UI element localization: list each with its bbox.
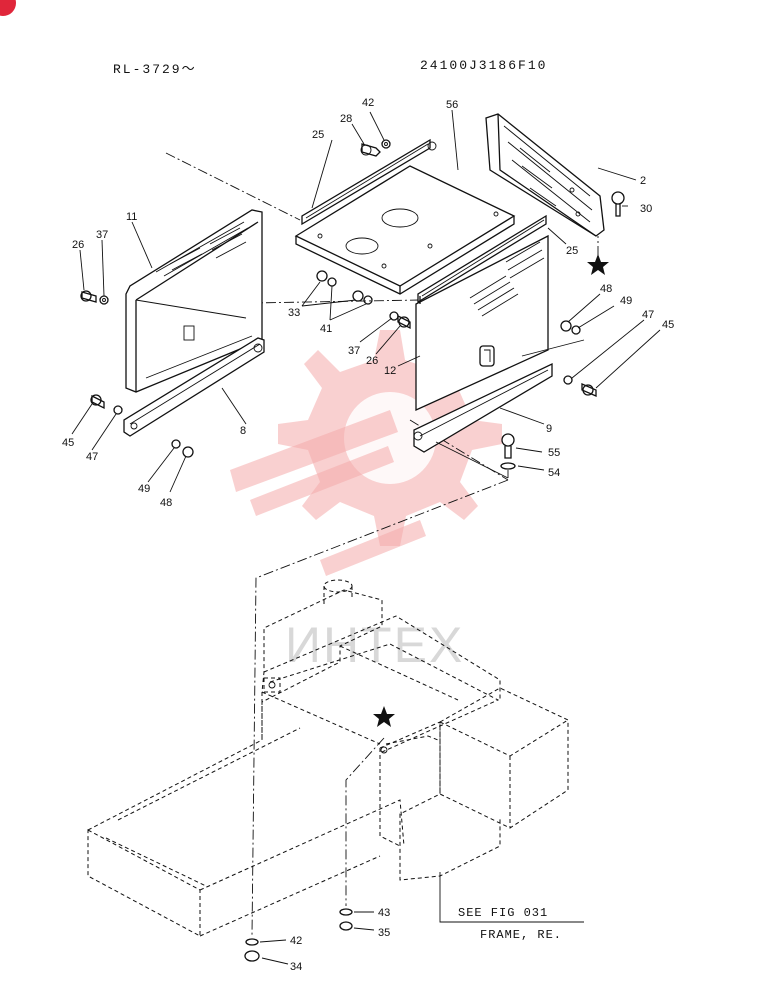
bolt-45-left [90, 394, 105, 410]
frame-box [379, 687, 569, 881]
bolt-26-left [80, 290, 97, 303]
callout-28: 28 [340, 113, 352, 125]
guide-line [345, 737, 385, 906]
guide-line [139, 299, 421, 306]
callout-56: 56 [446, 99, 458, 111]
callout-11: 11 [126, 211, 137, 223]
washer-43 [339, 908, 353, 916]
callout-55: 55 [548, 447, 560, 459]
rear-bracket [485, 113, 605, 237]
callout-2: 2 [640, 175, 646, 187]
corner-badge [0, 0, 16, 16]
callout-48: 48 [600, 283, 612, 295]
callout-25b: 25 [566, 245, 578, 257]
callout-labels: 11 26 37 28 42 25 56 2 30 25 33 41 37 26… [62, 97, 674, 973]
guide-line [165, 152, 301, 221]
nut-34 [244, 950, 260, 962]
reference-note-figure: SEE FIG 031 [458, 906, 548, 920]
callout-37b: 37 [348, 345, 360, 357]
callout-26b: 26 [366, 355, 378, 367]
callout-42b: 42 [290, 935, 302, 947]
washer-37-left [99, 295, 109, 305]
left-bottom-rail [123, 337, 265, 437]
top-rail-left [301, 138, 437, 226]
callout-26: 26 [72, 239, 84, 251]
washer-47-right [563, 375, 573, 385]
callout-47b: 47 [86, 451, 98, 463]
washer-54 [500, 462, 516, 470]
callout-33: 33 [288, 307, 300, 319]
washer-37-right [389, 311, 399, 321]
callout-47: 47 [642, 309, 654, 321]
drawing-number: 24100J3186F10 [420, 58, 548, 73]
bolt-26-right [397, 314, 411, 330]
bolt-30 [611, 191, 625, 217]
callout-45: 45 [662, 319, 674, 331]
guide-line [251, 479, 509, 936]
callout-34: 34 [290, 961, 302, 973]
nut-35 [339, 921, 353, 931]
callout-54: 54 [548, 467, 560, 479]
callout-9: 9 [546, 423, 552, 435]
callout-25: 25 [312, 129, 324, 141]
star-icon [587, 254, 609, 275]
washer-42 [381, 139, 391, 149]
callout-37: 37 [96, 229, 108, 241]
nut-48-right [560, 320, 572, 332]
callout-12: 12 [384, 365, 396, 377]
callout-45b: 45 [62, 437, 74, 449]
bolt-28 [360, 143, 381, 157]
callout-49b: 49 [138, 483, 150, 495]
leader-lines [71, 109, 661, 965]
reference-note-title: FRAME, RE. [480, 928, 562, 942]
star-icon [373, 706, 395, 727]
right-side-panel [415, 234, 549, 412]
callout-8: 8 [240, 425, 246, 437]
washer-49-right [571, 325, 581, 335]
left-side-panel [125, 209, 263, 393]
watermark-text: ИНТЕХ [285, 617, 464, 673]
callout-30: 30 [640, 203, 652, 215]
callout-41: 41 [320, 323, 332, 335]
callout-49: 49 [620, 295, 632, 307]
washer-49-left [171, 439, 181, 449]
callout-42: 42 [362, 97, 374, 109]
washer-42-lower [245, 938, 259, 946]
callout-43: 43 [378, 907, 390, 919]
bolt-45-right [581, 383, 597, 397]
nut-33 [316, 270, 364, 302]
top-rail-right [417, 214, 547, 304]
callout-48b: 48 [160, 497, 172, 509]
serial-range: RL-3729～ [113, 62, 197, 77]
nut-48-left [182, 446, 194, 458]
bolt-55 [501, 433, 515, 459]
washer-41 [327, 277, 373, 305]
right-bottom-rail [413, 362, 553, 453]
washer-47-left [113, 405, 123, 415]
callout-35: 35 [378, 927, 390, 939]
top-plate [294, 165, 516, 295]
